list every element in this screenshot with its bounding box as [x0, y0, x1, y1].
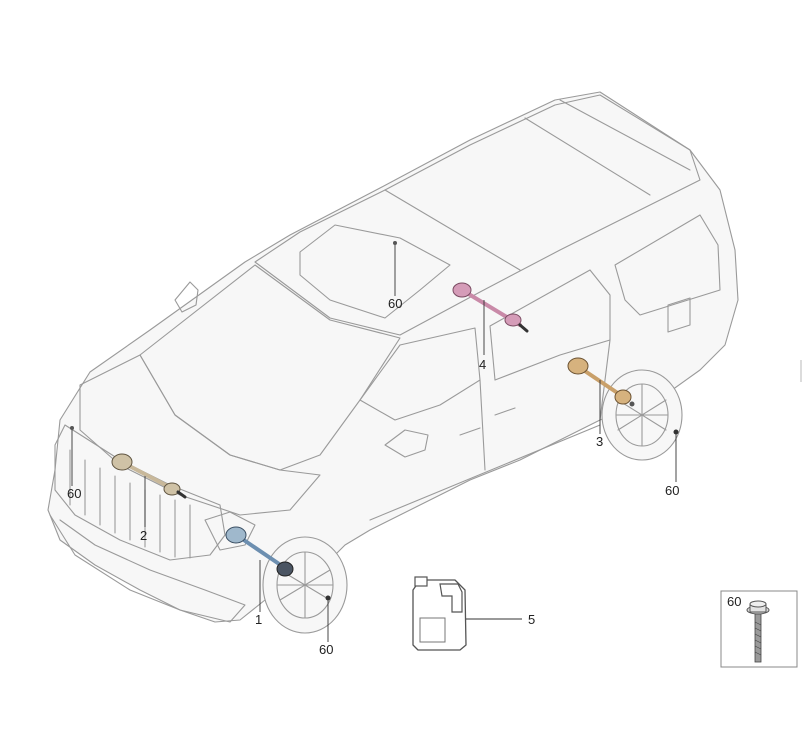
- container-recess: [419, 617, 446, 643]
- shaft-center-joint-outer: [504, 313, 522, 327]
- side-mirror-right: [384, 429, 429, 458]
- shaft-front-right-joint-inner: [225, 526, 247, 544]
- container-handle: [439, 583, 463, 613]
- shaft-center-stub: [518, 323, 529, 333]
- container-cap: [414, 576, 428, 587]
- roof-rail: [559, 99, 691, 171]
- drive-shaft-rear[interactable]: [567, 357, 635, 407]
- roof-seam: [384, 189, 521, 271]
- label-60-front-wheel: 60: [319, 642, 333, 657]
- roof-seam: [524, 117, 651, 196]
- shaft-front-left-joint-inner: [111, 453, 133, 471]
- label-60-roof: 60: [388, 296, 402, 311]
- label-60-front-left: 60: [67, 486, 81, 501]
- fluid-container[interactable]: [412, 576, 467, 651]
- bolt-roof: [393, 241, 397, 245]
- roof-outline: [254, 94, 701, 336]
- front-wheel: [262, 536, 348, 634]
- door-line: [479, 379, 486, 471]
- label-60-rear-wheel: 60: [665, 483, 679, 498]
- bolt-front-wheel: [325, 595, 331, 601]
- bolt-rear-wheel: [673, 429, 679, 435]
- side-window-rear: [614, 214, 721, 316]
- label-2: 2: [140, 528, 147, 543]
- door-handle: [494, 407, 516, 416]
- shaft-front-right-joint-outer: [276, 561, 294, 577]
- door-line: [599, 339, 611, 421]
- bolt-front-left: [70, 426, 74, 430]
- drive-shaft-center[interactable]: [452, 282, 529, 333]
- rear-wheel: [601, 369, 683, 461]
- sunroof: [299, 224, 451, 319]
- sill-line: [369, 424, 601, 521]
- shaft-rear-joint-inner: [567, 357, 589, 375]
- shaft-center-joint-inner: [452, 282, 472, 298]
- door-handle: [459, 427, 481, 436]
- vehicle-body: [47, 91, 739, 623]
- side-mirror-left: [174, 281, 199, 313]
- shaft-front-left-joint-outer: [163, 482, 181, 496]
- scroll-indicator: [800, 360, 802, 382]
- shaft-front-left-stub: [176, 490, 187, 499]
- shaft-rear-nut: [629, 401, 635, 407]
- label-3: 3: [596, 434, 603, 449]
- label-4: 4: [479, 357, 486, 372]
- bolt-inset[interactable]: 60: [720, 590, 798, 668]
- drive-shaft-front-right[interactable]: [225, 526, 294, 577]
- vehicle-outline: [47, 91, 739, 634]
- shaft-rear-joint-outer: [614, 389, 632, 405]
- front-bumper: [49, 514, 246, 623]
- drive-shaft-front-left[interactable]: [111, 453, 187, 499]
- inset-label-60: 60: [727, 594, 741, 609]
- fuel-door: [667, 297, 691, 333]
- label-1: 1: [255, 612, 262, 627]
- bolt-icon: [746, 600, 770, 663]
- headlight-right: [204, 511, 256, 551]
- label-5: 5: [528, 612, 535, 627]
